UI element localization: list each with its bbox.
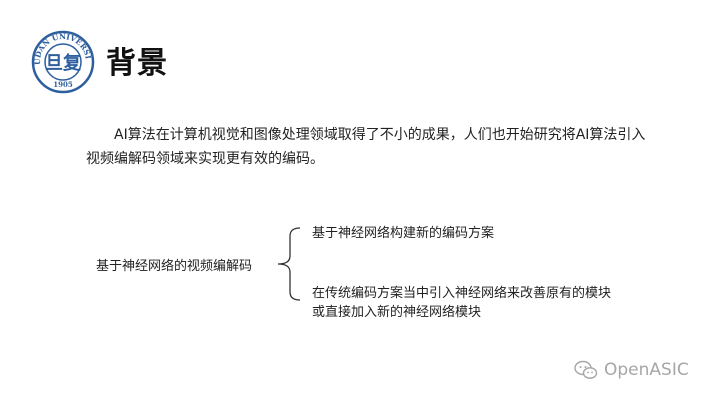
wechat-icon: [574, 360, 598, 379]
mindmap-branch-2: 在传统编码方案当中引入神经网络来改善原有的模块或直接加入新的神经网络模块: [312, 286, 612, 320]
fudan-university-seal-icon: FUDAN UNIVERSITY 1905 旦复: [31, 30, 95, 94]
mindmap-branch-1: 基于神经网络构建新的编码方案: [312, 226, 495, 241]
logo-center-char: 旦复: [45, 52, 82, 74]
brace-connector: [277, 227, 301, 301]
slide-title: 背景: [106, 46, 168, 81]
mindmap-root: 基于神经网络的视频编解码: [96, 259, 253, 274]
intro-paragraph: AI算法在计算机视觉和图像处理领域取得了不小的成果，人们也开始研究将AI算法引入…: [86, 127, 646, 167]
watermark: OpenASIC: [574, 360, 689, 380]
university-logo: FUDAN UNIVERSITY 1905 旦复: [31, 30, 95, 94]
watermark-text: OpenASIC: [604, 360, 689, 380]
logo-year: 1905: [53, 80, 73, 89]
